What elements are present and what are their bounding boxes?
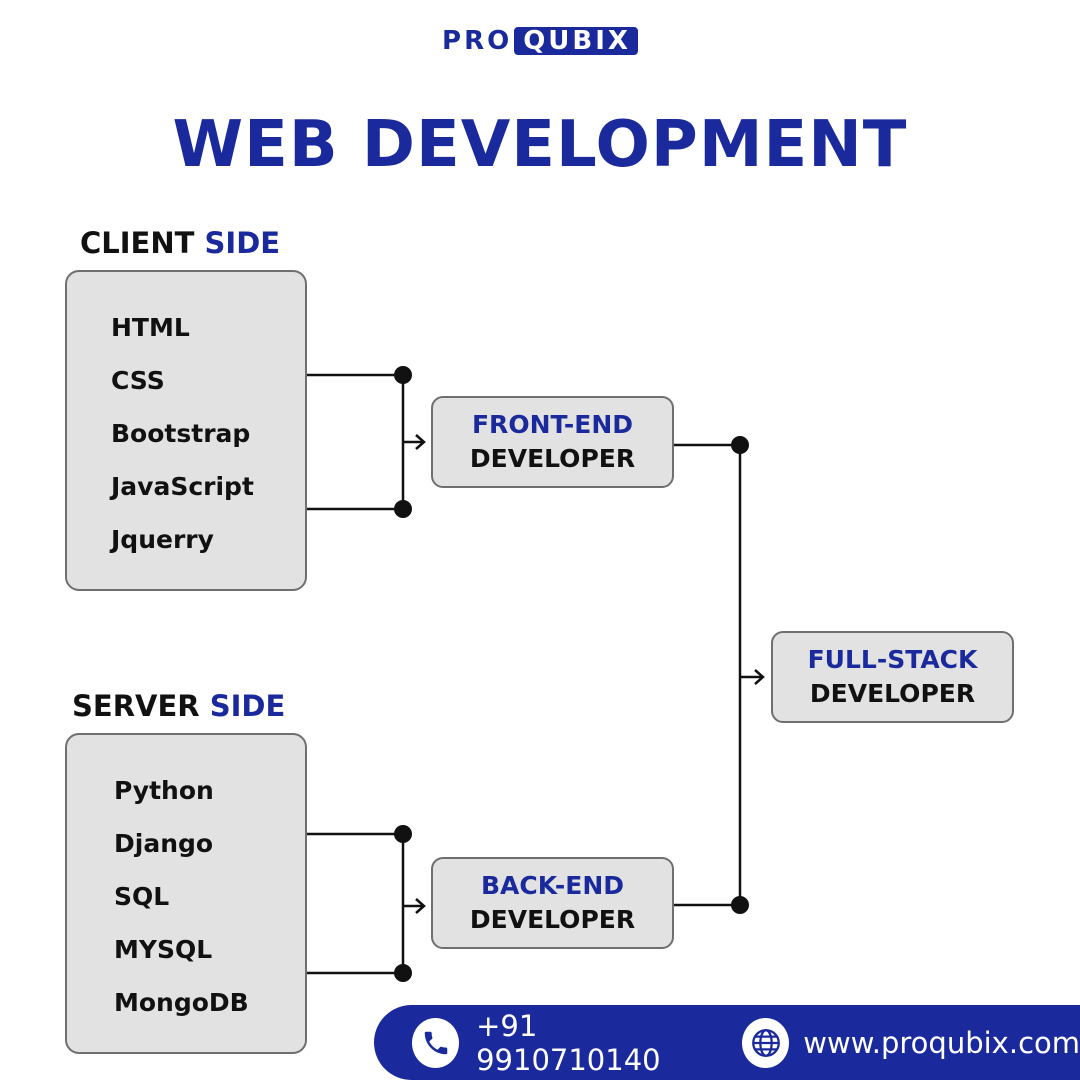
server-side-heading: SERVER SIDE (72, 689, 285, 723)
website-link[interactable]: www.proqubix.com (803, 1025, 1080, 1060)
full-stack-label: FULL-STACK (807, 645, 978, 674)
server-side-label: SERVER (72, 689, 200, 723)
logo: PRO QUBIX (0, 26, 1080, 56)
list-item: MongoDB (114, 988, 249, 1017)
list-item: SQL (114, 882, 170, 911)
client-side-label: CLIENT (80, 226, 195, 260)
back-end-label: BACK-END (480, 871, 625, 900)
list-item: Python (114, 776, 214, 805)
list-item: Bootstrap (111, 419, 251, 448)
logo-text-qubix: QUBIX (514, 27, 638, 55)
list-item: MYSQL (114, 935, 213, 964)
server-side-box: Python Django SQL MYSQL MongoDB (65, 733, 307, 1054)
front-end-developer-label: DEVELOPER (469, 444, 636, 473)
list-item: Jquerry (111, 525, 214, 554)
client-side-heading: CLIENT SIDE (80, 226, 280, 260)
phone-icon-glyph (424, 1031, 447, 1054)
client-side-accent: SIDE (204, 226, 281, 260)
front-end-developer-box: FRONT-END DEVELOPER (431, 396, 674, 488)
list-item: JavaScript (111, 472, 254, 501)
full-stack-developer-label: DEVELOPER (809, 679, 976, 708)
globe-icon[interactable] (742, 1017, 790, 1068)
page-title: WEB DEVELOPMENT (172, 108, 908, 182)
back-end-developer-box: BACK-END DEVELOPER (431, 857, 674, 949)
list-item: Django (114, 829, 214, 858)
server-tech-list: Python Django SQL MYSQL MongoDB (67, 735, 305, 1029)
list-item: HTML (111, 313, 190, 342)
phone-number[interactable]: +91 9910710140 (476, 1008, 661, 1077)
full-stack-developer-box: FULL-STACK DEVELOPER (771, 631, 1014, 723)
list-item: CSS (111, 366, 165, 395)
phone-icon[interactable] (412, 1017, 460, 1068)
server-side-accent: SIDE (209, 689, 286, 723)
back-end-developer-label: DEVELOPER (469, 905, 636, 934)
front-end-label: FRONT-END (471, 410, 633, 439)
client-side-box: HTML CSS Bootstrap JavaScript Jquerry (65, 270, 307, 591)
globe-icon-glyph (751, 1028, 780, 1057)
contact-footer: +91 9910710140 www.proqubix.com (374, 1005, 1080, 1080)
logo-text-pro: PRO (442, 26, 513, 56)
client-tech-list: HTML CSS Bootstrap JavaScript Jquerry (67, 272, 305, 566)
